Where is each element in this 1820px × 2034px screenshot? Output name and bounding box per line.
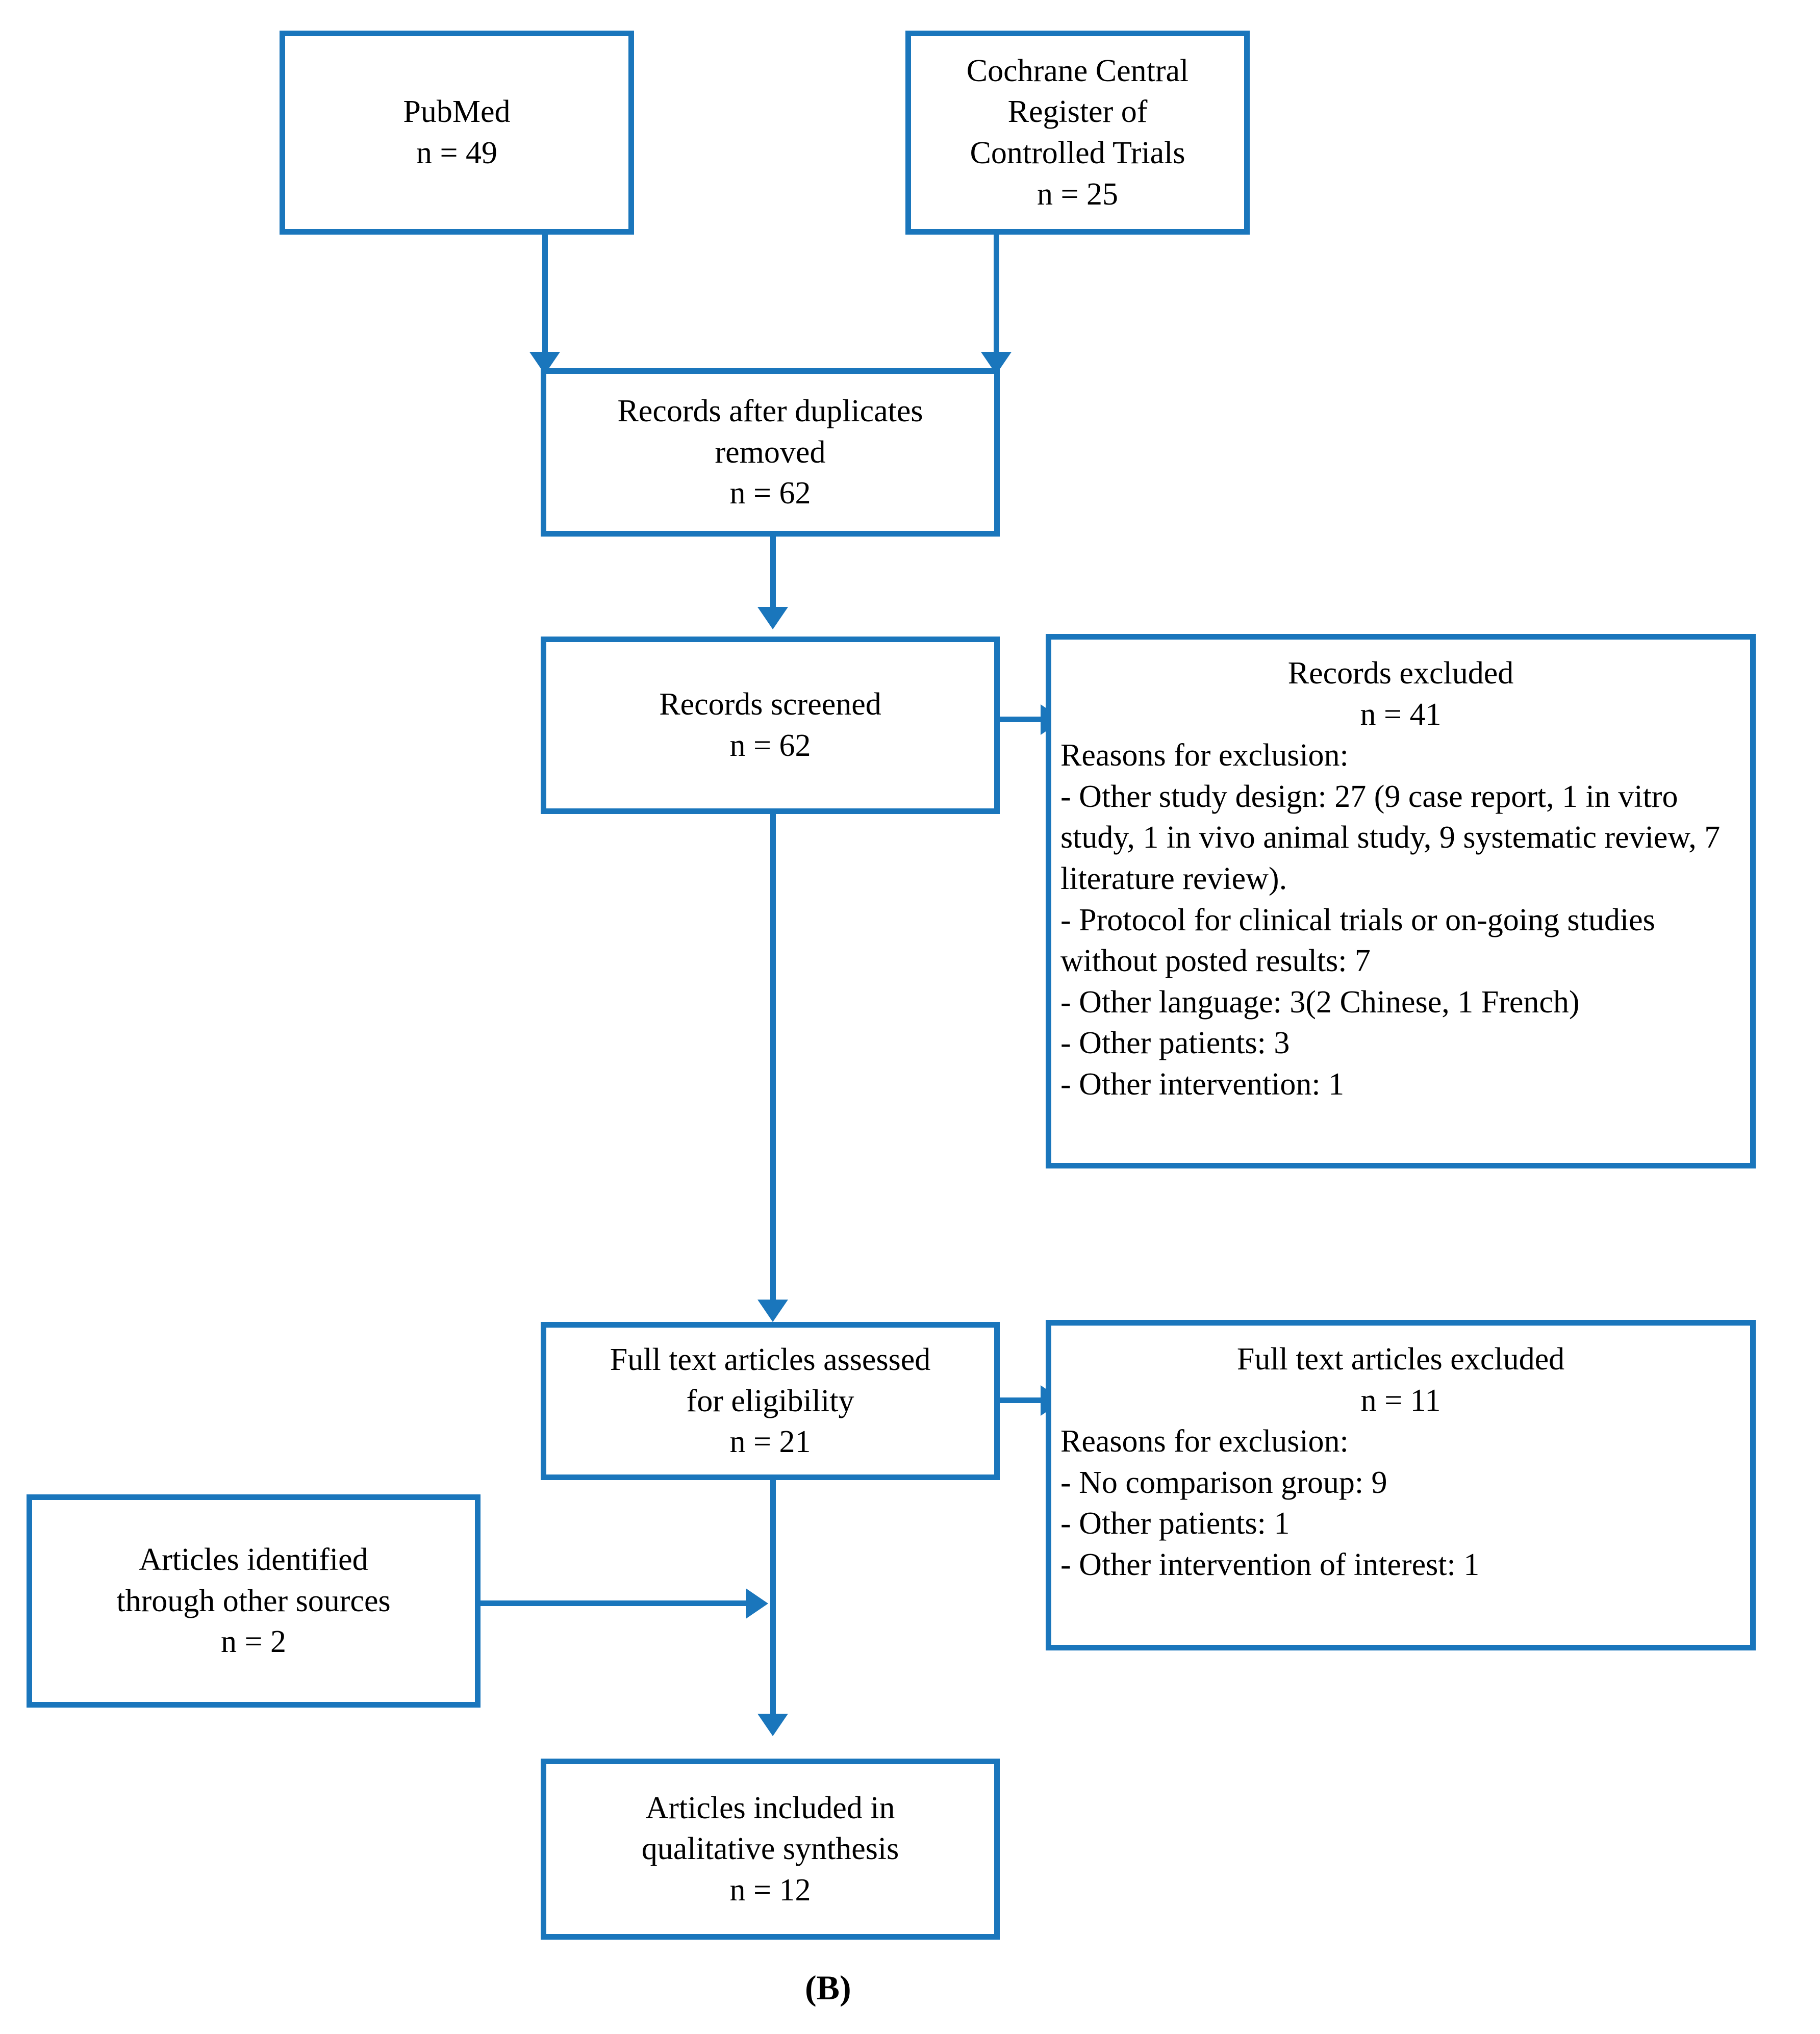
box-full-text-assessed: Full text articles assessed for eligibil… <box>541 1322 1000 1480</box>
full-text-excluded-reason-1: - No comparison group: 9 <box>1060 1465 1387 1500</box>
other-sources-line-2: through other sources <box>116 1583 391 1618</box>
cochrane-line-1: Cochrane Central <box>966 53 1189 88</box>
connector-duplicates-to-screened <box>770 537 776 613</box>
other-sources-count: n = 2 <box>221 1624 286 1660</box>
arrowhead-fulltext-to-included <box>757 1714 788 1736</box>
included-line-1: Articles included in <box>645 1790 895 1825</box>
connector-cochrane-vertical <box>994 232 999 360</box>
records-excluded-reason-1: - Other study design: 27 (9 case report,… <box>1060 779 1728 896</box>
records-excluded-reason-2: - Protocol for clinical trials or on-goi… <box>1060 902 1663 979</box>
included-count: n = 12 <box>729 1872 811 1908</box>
other-sources-line-1: Articles identified <box>139 1542 368 1578</box>
box-pubmed: PubMed n = 49 <box>280 31 634 235</box>
pubmed-count: n = 49 <box>416 136 497 170</box>
records-excluded-reasons-title: Reasons for exclusion: <box>1060 738 1349 773</box>
full-text-assessed-line-2: for eligibility <box>686 1383 854 1418</box>
connector-screened-to-excluded <box>997 717 1046 722</box>
box-records-screened: Records screened n = 62 <box>541 637 1000 814</box>
arrowhead-othersources-to-junction <box>746 1588 768 1619</box>
records-screened-count: n = 62 <box>729 728 811 763</box>
box-records-after-duplicates-removed: Records after duplicates removed n = 62 <box>541 368 1000 537</box>
full-text-assessed-count: n = 21 <box>729 1425 811 1460</box>
connector-screened-to-fulltext <box>770 812 776 1307</box>
records-excluded-count: n = 41 <box>1360 697 1442 732</box>
records-excluded-title: Records excluded <box>1287 656 1514 691</box>
box-full-text-excluded: Full text articles excluded n = 11 Reaso… <box>1046 1320 1756 1650</box>
full-text-excluded-title: Full text articles excluded <box>1236 1342 1565 1377</box>
full-text-excluded-count: n = 11 <box>1360 1383 1441 1418</box>
connector-othersources-horizontal <box>479 1600 750 1606</box>
box-cochrane-central-register: Cochrane Central Register of Controlled … <box>905 31 1250 235</box>
records-excluded-reason-4: - Other patients: 3 <box>1060 1026 1290 1061</box>
box-records-excluded: Records excluded n = 41 Reasons for excl… <box>1046 634 1756 1168</box>
cochrane-line-3: Controlled Trials <box>970 136 1185 170</box>
records-excluded-reason-3: - Other language: 3(2 Chinese, 1 French) <box>1060 984 1580 1020</box>
cochrane-line-2: Register of <box>1007 94 1148 130</box>
full-text-excluded-reasons-title: Reasons for exclusion: <box>1060 1424 1349 1459</box>
arrowhead-screened-to-fulltext <box>757 1300 788 1322</box>
records-excluded-reason-5: - Other intervention: 1 <box>1060 1066 1345 1102</box>
box-articles-included: Articles included in qualitative synthes… <box>541 1759 1000 1940</box>
box-articles-other-sources: Articles identified through other source… <box>27 1494 481 1708</box>
full-text-assessed-line-1: Full text articles assessed <box>610 1342 931 1378</box>
panel-label: (B) <box>805 1968 851 2007</box>
connector-pubmed-vertical <box>542 232 548 360</box>
duplicates-count: n = 62 <box>729 476 811 511</box>
connector-fulltext-to-included <box>770 1478 776 1720</box>
duplicates-line-2: removed <box>715 435 826 470</box>
arrowhead-duplicates-to-screened <box>757 607 788 629</box>
connector-fulltext-to-excluded <box>997 1397 1046 1403</box>
records-screened-title: Records screened <box>659 687 881 722</box>
cochrane-count: n = 25 <box>1037 176 1118 212</box>
full-text-excluded-reason-2: - Other patients: 1 <box>1060 1506 1290 1541</box>
pubmed-title: PubMed <box>403 94 511 130</box>
duplicates-line-1: Records after duplicates <box>617 394 923 429</box>
full-text-excluded-reason-3: - Other intervention of interest: 1 <box>1060 1547 1480 1582</box>
included-line-2: qualitative synthesis <box>641 1832 899 1867</box>
